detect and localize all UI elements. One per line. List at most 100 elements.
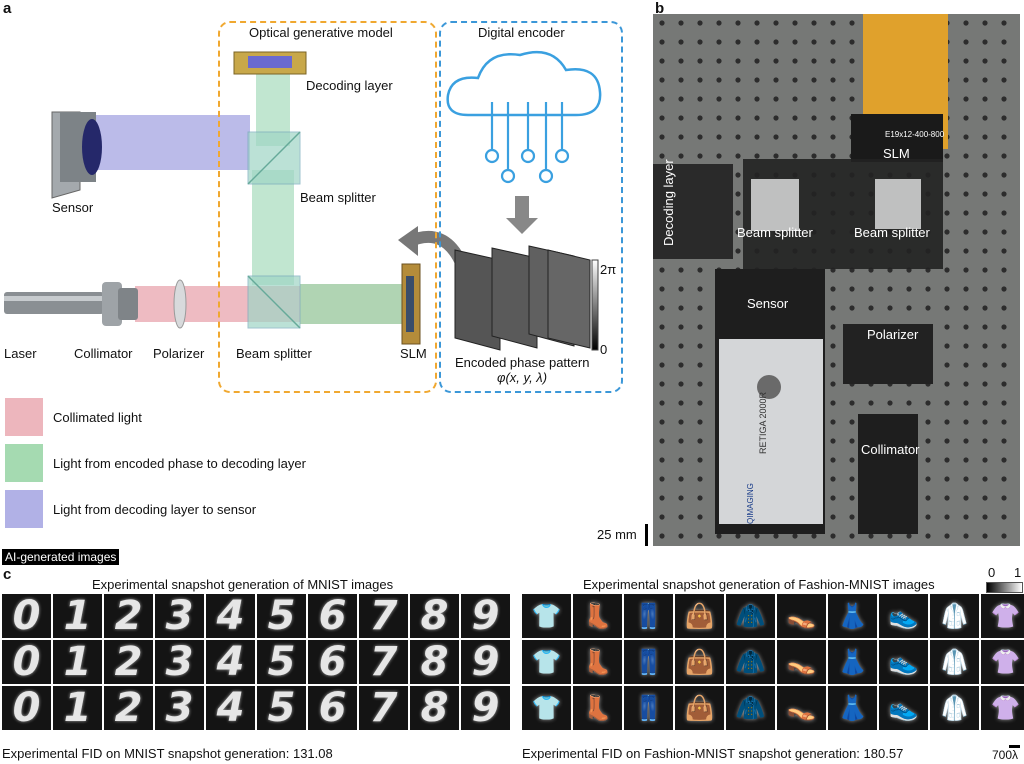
- slm-chip-label: E19x12-400-800: [885, 130, 945, 139]
- legend-swatch-encoded: [5, 444, 43, 482]
- mnist-digit: 8: [420, 686, 449, 730]
- legend-item: Light from encoded phase to decoding lay…: [5, 444, 306, 482]
- fashion-sample-image: 👡: [777, 640, 826, 684]
- legend-label: Collimated light: [53, 409, 142, 425]
- mnist-digit: 3: [165, 686, 194, 730]
- fashion-item: 👜: [684, 602, 715, 630]
- fashion-item: 👖: [633, 694, 664, 722]
- c-scale-bar: [1009, 745, 1020, 748]
- fashion-sample-image: 👕: [522, 594, 571, 638]
- digital-box-title: Digital encoder: [478, 25, 565, 40]
- mnist-sample-image: 5: [257, 686, 306, 730]
- fashion-item: 👗: [837, 602, 868, 630]
- fashion-item: 👢: [582, 602, 613, 630]
- fashion-item: 👖: [633, 602, 664, 630]
- fashion-sample-image: 👚: [981, 686, 1024, 730]
- mnist-sample-image: 4: [206, 594, 255, 638]
- fashion-item: 👢: [582, 648, 613, 676]
- fashion-grid-title: Experimental snapshot generation of Fash…: [583, 577, 935, 592]
- mnist-digit: 4: [216, 640, 245, 684]
- fashion-item: 👗: [837, 648, 868, 676]
- camera-brand-label: RETIGA 2000R: [758, 391, 768, 454]
- legend-item: Collimated light: [5, 398, 306, 436]
- fashion-sample-image: 🥼: [930, 686, 979, 730]
- fashion-sample-image: 🥼: [930, 594, 979, 638]
- fashion-item: 🥼: [939, 694, 970, 722]
- photo-beam-splitter-left-label: Beam splitter: [737, 225, 813, 240]
- fashion-sample-image: 👕: [522, 686, 571, 730]
- laser-rod: [4, 292, 104, 314]
- mnist-digit: 5: [267, 594, 296, 638]
- fashion-sample-image: 👖: [624, 594, 673, 638]
- mnist-sample-image: 8: [410, 594, 459, 638]
- fashion-sample-image: 👟: [879, 640, 928, 684]
- fashion-item: 🥼: [939, 648, 970, 676]
- mnist-sample-image: 4: [206, 640, 255, 684]
- fashion-item: 👖: [633, 648, 664, 676]
- mnist-sample-image: 9: [461, 594, 510, 638]
- mnist-sample-image: 1: [53, 640, 102, 684]
- optical-generative-model-box: [218, 21, 437, 393]
- fashion-sample-image: 🧥: [726, 594, 775, 638]
- fashion-sample-image: 👖: [624, 686, 673, 730]
- fashion-item: 🧥: [735, 602, 766, 630]
- mnist-sample-image: 8: [410, 686, 459, 730]
- mnist-digit: 6: [318, 640, 347, 684]
- mnist-digit: 1: [63, 594, 92, 638]
- fashion-item: 👡: [786, 602, 817, 630]
- mnist-sample-image: 9: [461, 686, 510, 730]
- mnist-digit: 6: [318, 686, 347, 730]
- fashion-item: 🧥: [735, 648, 766, 676]
- fashion-sample-image: 👗: [828, 686, 877, 730]
- fashion-item: 👚: [990, 694, 1021, 722]
- polarizer-label: Polarizer: [153, 346, 205, 361]
- c-colorbar-max-label: 1: [1014, 565, 1022, 580]
- fashion-sample-image: 👟: [879, 686, 928, 730]
- beam-splitter-right-cube: [875, 179, 921, 229]
- fashion-item: 👜: [684, 694, 715, 722]
- mnist-sample-image: 0: [2, 686, 51, 730]
- photo-sensor-label: Sensor: [747, 296, 789, 311]
- network-lines: [484, 102, 570, 184]
- mnist-digit: 0: [12, 640, 41, 684]
- mnist-sample-image: 0: [2, 640, 51, 684]
- legend-item: Light from decoding layer to sensor: [5, 490, 306, 528]
- fashion-item: 🧥: [735, 694, 766, 722]
- mnist-digit: 2: [114, 686, 143, 730]
- legend-swatch-decoding: [5, 490, 43, 528]
- down-arrow: [515, 196, 529, 218]
- mnist-digit: 5: [267, 686, 296, 730]
- fashion-sample-image: 👜: [675, 686, 724, 730]
- fashion-sample-image: 👖: [624, 640, 673, 684]
- beam-splitter-bottom: [247, 275, 301, 329]
- fashion-item: 👗: [837, 694, 868, 722]
- optical-setup-diagram: [4, 50, 602, 351]
- fashion-item: 👕: [531, 694, 562, 722]
- encoded-phase-label: Encoded phase pattern: [455, 355, 590, 370]
- sensor-light-beam: [90, 115, 250, 170]
- mnist-sample-image: 2: [104, 686, 153, 730]
- fashion-item: 👕: [531, 602, 562, 630]
- collimator-mount: [858, 414, 918, 534]
- mnist-digit: 0: [12, 686, 41, 730]
- beam-splitter-top-label: Beam splitter: [300, 190, 376, 205]
- mnist-sample-image: 1: [53, 686, 102, 730]
- legend-label: Light from encoded phase to decoding lay…: [53, 455, 306, 471]
- photo-beam-splitter-right-label: Beam splitter: [854, 225, 930, 240]
- fashion-sample-image: 🧥: [726, 686, 775, 730]
- fashion-item: 🥼: [939, 602, 970, 630]
- mnist-fid-caption: Experimental FID on MNIST snapshot gener…: [2, 746, 333, 761]
- mnist-digit: 3: [165, 640, 194, 684]
- fashion-sample-image: 👢: [573, 594, 622, 638]
- encoded-light-beam-vertical: [252, 170, 294, 285]
- legend-swatch-collimated: [5, 398, 43, 436]
- photo-scale-bar: [645, 524, 648, 546]
- mnist-sample-image: 1: [53, 594, 102, 638]
- mnist-sample-image: 7: [359, 640, 408, 684]
- c-scale-bar-label: 700λ: [992, 748, 1019, 762]
- fashion-sample-image: 👡: [777, 686, 826, 730]
- collimator-body: [102, 282, 122, 326]
- cloud-icon: [446, 50, 602, 117]
- beam-splitter-top: [247, 131, 301, 185]
- c-colorbar-min-label: 0: [988, 565, 996, 580]
